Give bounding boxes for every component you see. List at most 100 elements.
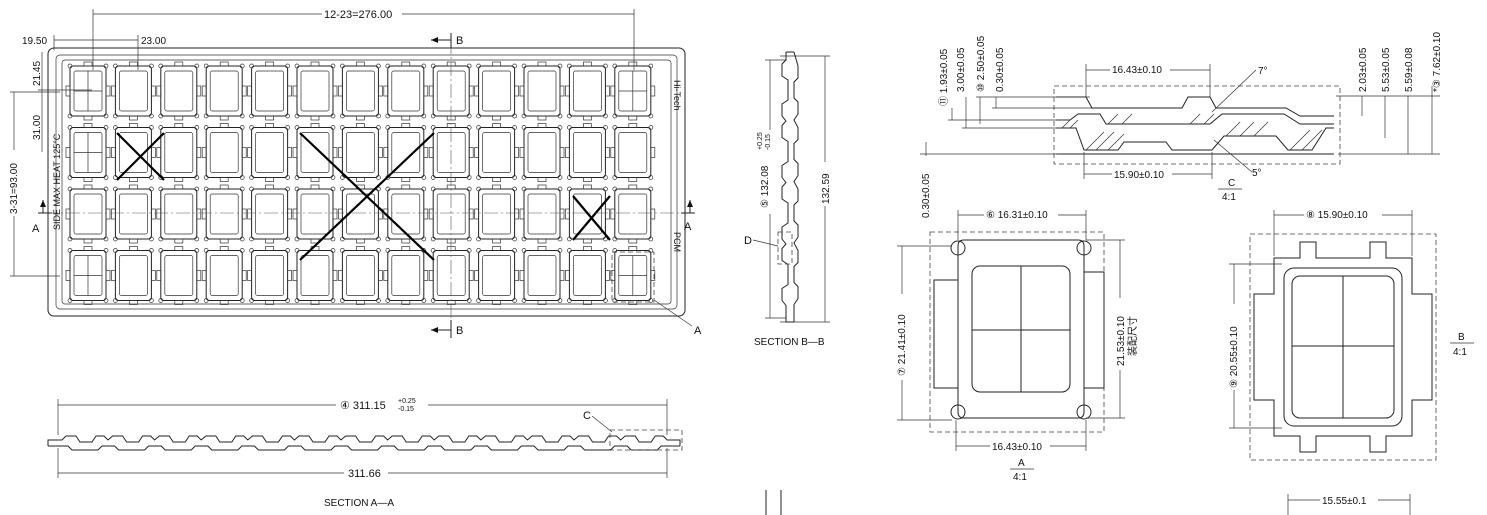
detail-c-hatch <box>1061 113 1323 151</box>
c-dim-5-59: 5.59±0.08 <box>1404 47 1415 92</box>
pocket-cell <box>474 246 519 305</box>
dim-offset-y: 21.45 <box>32 61 43 86</box>
pocket-cell <box>111 61 156 121</box>
detail-a-frame <box>929 231 1105 433</box>
section-a-arrowhead-left <box>40 200 46 207</box>
tray-rim <box>61 59 672 305</box>
pocket-grid <box>65 61 656 305</box>
empty-pocket-mark <box>572 195 611 241</box>
a-scale: 4:1 <box>1013 472 1027 483</box>
detail-a-post-tr <box>1076 240 1092 256</box>
b-dim-top-bg <box>1304 207 1382 221</box>
a-dim-left-bg <box>894 294 910 380</box>
dim-cell-y: 31.00 <box>32 115 43 140</box>
detail-a-box <box>611 251 655 303</box>
c-dim-7deg: 7° <box>1258 66 1268 77</box>
pocket-cell <box>156 123 202 182</box>
tray-side-text-right-2: PCM <box>672 232 682 252</box>
b-scale: 4:1 <box>1453 347 1467 358</box>
pocket-cell <box>247 61 292 121</box>
c-scale: 4:1 <box>1222 192 1236 203</box>
pocket-cell <box>65 123 111 182</box>
pocket-cell <box>247 123 292 182</box>
pocket-cell <box>65 61 111 121</box>
dim-inner-tol-up: +0.25 <box>757 132 764 150</box>
section-b-label-bottom: B <box>456 325 463 337</box>
detail-c-ref: C <box>583 410 591 422</box>
detail-d-box <box>777 231 793 265</box>
pocket-cell <box>519 61 565 121</box>
pocket-cell <box>565 246 610 305</box>
c-dim-5-53: 5.53±0.05 <box>1381 47 1392 92</box>
dim-inner: ⑤ 132.08 <box>760 165 771 208</box>
detail-a-side-l <box>933 279 959 389</box>
section-b-b-title: SECTION B—B <box>754 337 825 348</box>
pocket-cell <box>338 246 383 305</box>
b-dim-bottom-bg <box>1320 493 1378 507</box>
section-a-a-profile <box>47 435 681 451</box>
a-dim-right-note: 装配尺寸 <box>1126 316 1139 356</box>
detail-c-profile-top <box>1056 96 1334 117</box>
tray-side-text-left: SIDE MAX HEAT 125°C <box>52 133 62 230</box>
dim-bottom: 311.66 <box>348 468 381 480</box>
section-a-label-left: A <box>32 223 40 235</box>
detail-a-ref: A <box>694 325 702 337</box>
pocket-cell <box>610 123 656 182</box>
pocket-cell <box>247 184 292 244</box>
b-label: B <box>1458 332 1465 343</box>
c-label: C <box>1228 178 1235 189</box>
pocket-cell <box>565 184 610 244</box>
pocket-cell <box>383 61 429 121</box>
pocket-cell <box>519 123 565 182</box>
b-dim-bottom: 15.55±0.1 <box>1322 496 1367 507</box>
section-a-arrowhead-right <box>687 200 693 207</box>
b-dim-left: ⑨ 20.55±0.10 <box>1229 326 1240 388</box>
detail-a-post-bl <box>950 404 966 420</box>
section-b-arrowhead-top <box>431 37 438 43</box>
section-b-label-top: B <box>456 35 463 47</box>
c-dim-0-30-bot: 0.30±0.05 <box>921 173 932 218</box>
dim-outer-bg <box>818 162 832 206</box>
a-dim-top: ⑥ 16.31±0.10 <box>986 210 1048 221</box>
pocket-cell <box>383 246 429 305</box>
pocket-cell <box>156 246 202 305</box>
detail-c-frame <box>1053 85 1341 165</box>
pocket-cell <box>201 246 247 305</box>
c-dim-15-90-bg <box>1112 167 1172 181</box>
detail-c-box <box>609 429 683 451</box>
section-b-arrowhead-bottom <box>431 327 438 333</box>
detail-d-leader <box>752 239 779 247</box>
dim-offset-x: 19.50 <box>22 36 47 47</box>
b-dim-top: ⑧ 15.90±0.10 <box>1306 210 1368 221</box>
pocket-cell <box>65 246 111 305</box>
dim-pitch-y-bg <box>6 150 20 216</box>
b-dim-left-bg <box>1226 304 1242 390</box>
c-dim-0-30-top: 0.30±0.05 <box>995 47 1006 92</box>
dim-overall-tol-dn: -0.15 <box>398 406 414 413</box>
pocket-cell <box>111 184 156 244</box>
pocket-cell <box>474 61 519 121</box>
pocket-cell <box>565 123 610 182</box>
pocket-cell <box>65 184 111 244</box>
dim-bottom-bg <box>344 466 388 480</box>
dim-cell-x: 23.00 <box>141 36 166 47</box>
pocket-cell <box>111 246 156 305</box>
pocket-cell <box>610 61 656 121</box>
pocket-cell <box>292 184 338 244</box>
c-dim-2-50: ⑩ 2.50±0.05 <box>976 35 987 92</box>
detail-a-side-r <box>1083 271 1105 389</box>
detail-b-outline <box>1253 241 1433 453</box>
pocket-cell <box>610 184 656 244</box>
tray-outline-inner <box>55 54 678 310</box>
tray-side-text-right-1: Hi-Tech <box>672 80 682 111</box>
dim-outer: 132.59 <box>821 173 832 204</box>
a-dim-bottom-bg <box>990 439 1050 453</box>
pocket-cell <box>519 184 565 244</box>
c-dim-15-90: 15.90±0.10 <box>1114 170 1164 181</box>
pocket-cell <box>519 246 565 305</box>
pocket-cell <box>338 184 383 244</box>
section-b-b: 132.59 ⑤ 132.08 +0.25 -0.15 D SECTION B—… <box>744 51 832 515</box>
pocket-cell <box>111 123 156 182</box>
detail-c-profile-bot <box>1056 127 1334 151</box>
